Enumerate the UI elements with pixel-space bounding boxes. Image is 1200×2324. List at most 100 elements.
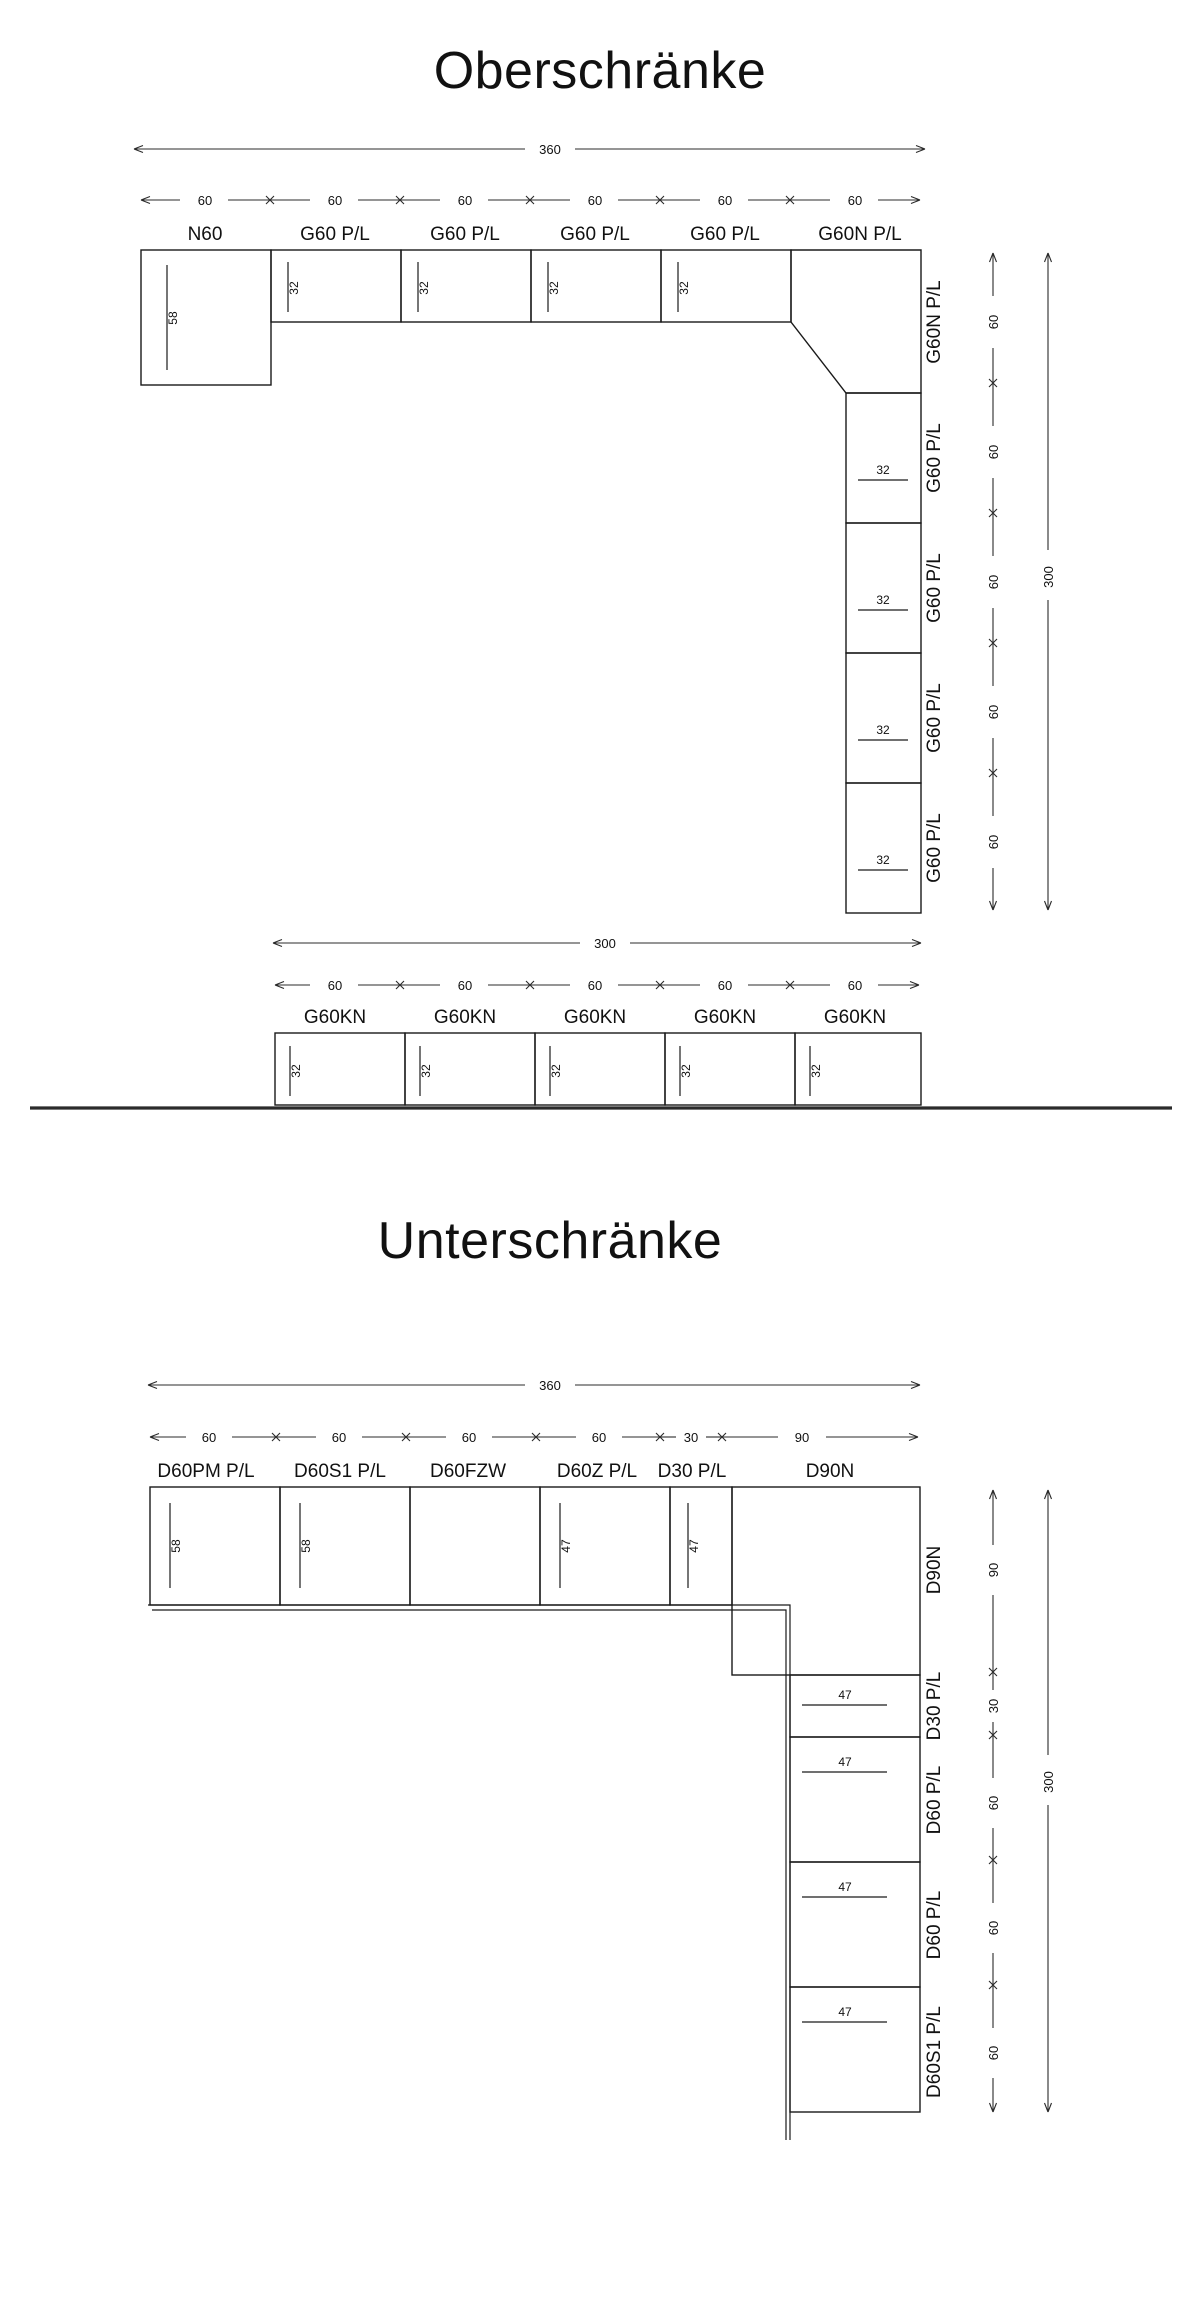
dimension-total-height-upper: 300 — [1041, 252, 1056, 911]
worktop-outline — [148, 1604, 791, 2140]
cabinet-box-lower-right-5 — [789, 1986, 921, 2113]
dimension-chain-upper-right: 60 60 60 60 60 — [986, 252, 1001, 911]
dim-upper-top-2: 60 — [328, 193, 342, 208]
dim-upper-top-5: 60 — [718, 193, 732, 208]
cabinet-box-lower-right-3 — [789, 1736, 921, 1863]
cabinet-label-upper-right-1: G60N P/L — [924, 280, 945, 363]
cabinet-box-lower-right-2 — [789, 1674, 921, 1738]
cabinet-box-upper-right-4 — [845, 652, 922, 784]
dim-upper-top-3: 60 — [458, 193, 472, 208]
cabinet-label-upper-top-1: N60 — [188, 224, 223, 245]
dim-upper-detached-2: 60 — [458, 978, 472, 993]
cabinet-box-D30 — [669, 1486, 733, 1606]
cabinet-label-upper-top-5: G60 P/L — [690, 224, 760, 245]
cabinet-label-upper-top-4: G60 P/L — [560, 224, 630, 245]
depth-value-upper-right-3: 32 — [876, 593, 890, 607]
cabinet-label-lower-right-2: D30 P/L — [924, 1672, 945, 1741]
cabinet-label-lower-top-3: D60FZW — [430, 1461, 506, 1482]
dim-lower-right-2: 30 — [986, 1699, 1001, 1713]
cabinet-label-upper-detached-1: G60KN — [304, 1007, 366, 1028]
cabinet-label-lower-right-5: D60S1 P/L — [924, 2006, 945, 2098]
cabinet-box-D90N — [731, 1486, 921, 1676]
dim-lower-right-5: 60 — [986, 2046, 1001, 2060]
cabinet-box-D60FZW — [409, 1486, 541, 1606]
dim-upper-detached-3: 60 — [588, 978, 602, 993]
depth-value-D60Z: 47 — [559, 1539, 573, 1553]
depth-value-lower-right-4: 47 — [838, 1880, 852, 1894]
dim-lower-top-1: 60 — [202, 1430, 216, 1445]
dimension-chain-upper-top: 60 60 60 60 60 60 — [140, 193, 921, 208]
cabinet-label-upper-right-4: G60 P/L — [924, 683, 945, 753]
cabinet-label-upper-right-3: G60 P/L — [924, 553, 945, 623]
depth-value-upper-4: 32 — [547, 281, 561, 295]
section-title-oberschraenke: Oberschränke — [434, 42, 767, 100]
dim-upper-top-6: 60 — [848, 193, 862, 208]
depth-value-upper-2: 32 — [287, 281, 301, 295]
dim-upper-right-1: 60 — [986, 315, 1001, 329]
depth-value-D60PM: 58 — [169, 1539, 183, 1553]
dim-lower-top-5: 30 — [684, 1430, 698, 1445]
cabinet-label-upper-top-3: G60 P/L — [430, 224, 500, 245]
dim-lower-top-2: 60 — [332, 1430, 346, 1445]
dim-total-height-upper-value: 300 — [1041, 566, 1056, 588]
section-oberschraenke: Oberschränke 360 — [133, 42, 1056, 1106]
plan-lower-cabinets: 58 58 47 47 47 47 47 47 — [148, 1486, 921, 2140]
dim-upper-right-3: 60 — [986, 575, 1001, 589]
dim-lower-top-4: 60 — [592, 1430, 606, 1445]
cabinet-box-upper-right-2 — [845, 392, 922, 524]
dim-lower-right-1: 90 — [986, 1563, 1001, 1577]
cabinet-label-upper-detached-4: G60KN — [694, 1007, 756, 1028]
plan-upper-detached-row: 300 60 60 60 — [272, 936, 922, 1106]
section-title-unterschraenke: Unterschränke — [378, 1212, 723, 1270]
cabinet-label-upper-detached-3: G60KN — [564, 1007, 626, 1028]
section-unterschraenke: Unterschränke 360 — [147, 1212, 1056, 2140]
dim-total-height-lower-value: 300 — [1041, 1771, 1056, 1793]
dim-lower-right-4: 60 — [986, 1921, 1001, 1935]
dimension-total-height-lower: 300 — [1041, 1489, 1056, 2113]
dim-lower-right-3: 60 — [986, 1796, 1001, 1810]
cabinet-box-G60N-corner — [790, 249, 922, 394]
cabinet-label-upper-top-6: G60N P/L — [818, 224, 901, 245]
depth-value-G60KN-2: 32 — [419, 1064, 433, 1078]
depth-value-D60S1: 58 — [299, 1539, 313, 1553]
depth-value-upper-right-4: 32 — [876, 723, 890, 737]
dimension-chain-lower-right: 90 30 60 60 60 — [986, 1489, 1001, 2113]
dim-upper-detached-total: 300 — [594, 936, 616, 951]
depth-value-upper-3: 32 — [417, 281, 431, 295]
cabinet-label-lower-top-5: D30 P/L — [658, 1461, 727, 1482]
cabinet-box-lower-right-4 — [789, 1861, 921, 1988]
depth-value-upper-right-5: 32 — [876, 853, 890, 867]
dimension-total-width-upper: 360 — [133, 142, 926, 157]
dim-lower-top-3: 60 — [462, 1430, 476, 1445]
depth-value-lower-right-2: 47 — [838, 1688, 852, 1702]
dim-upper-detached-4: 60 — [718, 978, 732, 993]
cabinet-label-lower-top-4: D60Z P/L — [557, 1461, 637, 1482]
dim-upper-detached-5: 60 — [848, 978, 862, 993]
cabinet-label-upper-detached-2: G60KN — [434, 1007, 496, 1028]
cabinet-label-upper-top-2: G60 P/L — [300, 224, 370, 245]
depth-value-G60KN-1: 32 — [289, 1064, 303, 1078]
depth-value-lower-right-5: 47 — [838, 2005, 852, 2019]
dimension-total-width-lower: 360 — [147, 1378, 921, 1393]
cabinet-box-G60KN-5 — [794, 1032, 922, 1106]
dimension-chain-upper-detached: 60 60 60 60 60 — [274, 978, 920, 993]
depth-value-N60: 58 — [166, 311, 180, 325]
cabinet-box-N60 — [140, 249, 272, 386]
cabinet-label-lower-right-4: D60 P/L — [924, 1891, 945, 1960]
depth-value-G60KN-3: 32 — [549, 1064, 563, 1078]
cabinet-box-upper-right-5 — [845, 782, 922, 914]
depth-value-upper-right-2: 32 — [876, 463, 890, 477]
plan-upper-cabinets: 58 32 32 32 32 32 32 — [140, 249, 922, 914]
cabinet-label-lower-top-2: D60S1 P/L — [294, 1461, 386, 1482]
cabinet-label-upper-detached-5: G60KN — [824, 1007, 886, 1028]
depth-value-lower-right-3: 47 — [838, 1755, 852, 1769]
dim-upper-right-5: 60 — [986, 835, 1001, 849]
dim-upper-right-4: 60 — [986, 705, 1001, 719]
cabinet-box-upper-right-3 — [845, 522, 922, 654]
cabinet-label-lower-top-1: D60PM P/L — [157, 1461, 254, 1482]
dim-upper-top-1: 60 — [198, 193, 212, 208]
dimension-total-width-upper-detached: 300 — [272, 936, 922, 951]
depth-value-upper-5: 32 — [677, 281, 691, 295]
